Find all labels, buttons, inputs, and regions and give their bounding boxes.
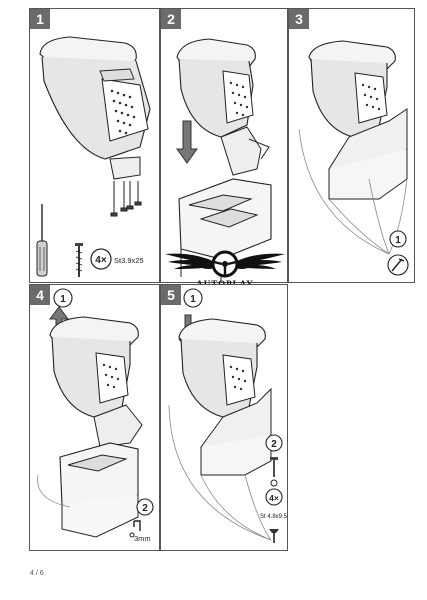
step-4-panel: 4 1 2 3mm: [29, 284, 160, 551]
step-1-number: 1: [30, 9, 50, 29]
quantity-label: 4×: [95, 255, 107, 266]
allen-key-icon: [133, 520, 141, 531]
callout-1-label: 1: [395, 235, 401, 246]
step-2-panel: 2: [160, 8, 288, 283]
step-5-number: 5: [161, 285, 181, 305]
down-arrow-icon: [176, 120, 198, 164]
callout-1-label: 1: [60, 294, 66, 305]
step-2-illustration: [176, 38, 272, 282]
callout-2-label: 2: [142, 503, 148, 514]
winged-wheel-icon: [165, 250, 285, 278]
step-4-illustration: 1 2 3mm: [37, 288, 154, 543]
callout-1-circle: [389, 230, 407, 248]
callout-2-circle: [136, 498, 154, 516]
quantity-circle: [90, 248, 112, 270]
callout-1-circle: [53, 288, 73, 308]
callout-2-circle: [265, 434, 283, 452]
flat-head-screw-icon: [269, 529, 279, 543]
allen-size-label: 3mm: [134, 534, 151, 543]
step-3-panel: 3 1: [288, 8, 415, 283]
step-1-panel: 1: [29, 8, 160, 283]
callout-1-circle: [183, 288, 203, 308]
screwdriver-callout-icon: [387, 254, 409, 276]
quantity-label: 4×: [269, 493, 279, 503]
washer-icon: [270, 479, 278, 487]
step-5-illustration: 1 2 4× St 4.8x9.5: [168, 288, 288, 543]
callout-1-label: 1: [190, 294, 196, 305]
callout-2-label: 2: [271, 439, 277, 450]
screw-icon: [270, 457, 278, 477]
screw-size-label: St3.9x25: [114, 256, 144, 265]
step-2-number: 2: [161, 9, 181, 29]
quantity-circle: [265, 488, 283, 506]
screwdriver-icon: [36, 204, 48, 277]
screw-icon: [75, 243, 83, 277]
step-3-number: 3: [289, 9, 309, 29]
step-5-panel: 5 1 2 4× St 4.8x9.5: [160, 284, 288, 551]
step-3-illustration: 1: [298, 40, 409, 276]
step-1-illustration: 4× St3.9x25: [36, 36, 151, 277]
screw-size-label: St 4.8x9.5: [260, 514, 288, 520]
step-4-number: 4: [30, 285, 50, 305]
page-number: 4 / 6: [30, 570, 44, 577]
